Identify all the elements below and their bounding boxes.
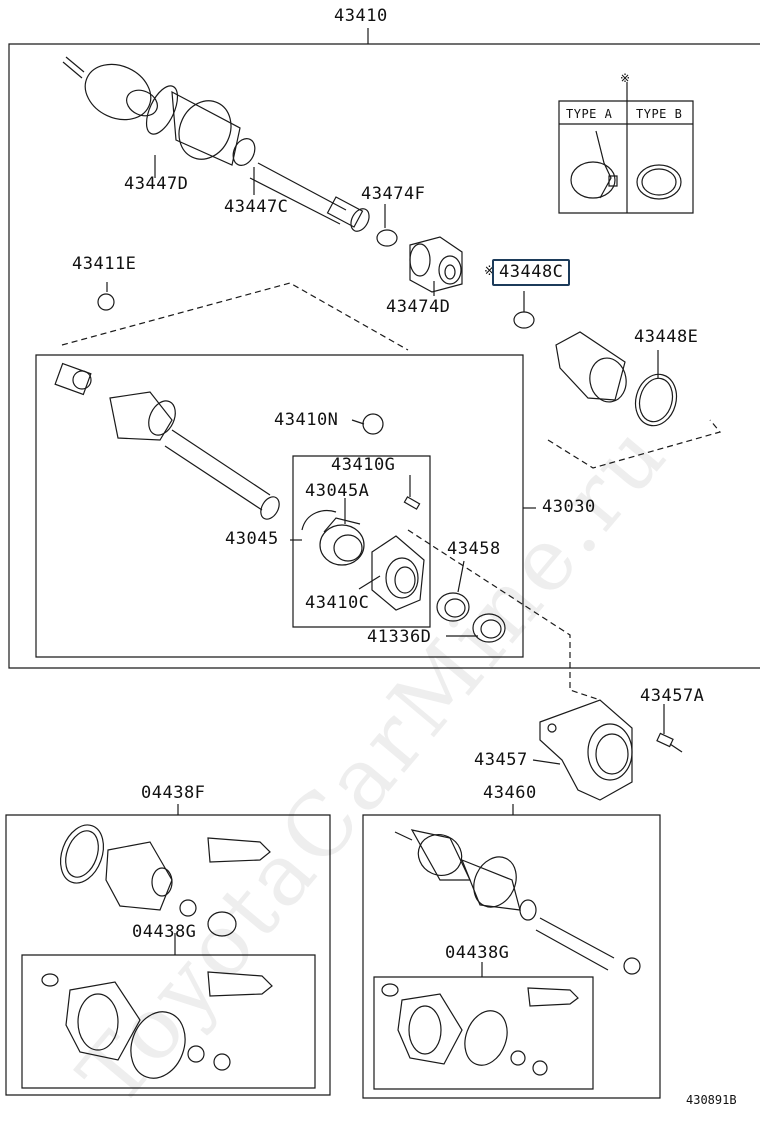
part-label-43447C: 43447C: [224, 197, 289, 217]
pin-43410G-icon: [404, 497, 419, 509]
part-label-43448C[interactable]: 43448C: [492, 259, 571, 286]
boot-kit-04438F-icon: [53, 819, 270, 936]
connection-lines: [62, 283, 720, 700]
ring-43045A-icon: [302, 511, 336, 530]
part-label-43410N: 43410N: [274, 410, 339, 430]
leader-lines: [107, 155, 664, 977]
part-label-43457A: 43457A: [640, 686, 705, 706]
bearing-43045-icon: [320, 518, 364, 565]
seal-41336D-icon: [473, 614, 505, 642]
part-label-43460: 43460: [483, 783, 537, 803]
inner-assembly-frame: [36, 355, 523, 657]
assembly-43460-frame: [363, 815, 660, 1098]
kit-04438G-right-frame: [374, 977, 593, 1089]
bracket-43457-icon: [540, 700, 632, 800]
part-label-04438G-left: 04438G: [132, 922, 197, 942]
part-label-04438G-right: 04438G: [445, 943, 510, 963]
clamp-type-b-icon: [637, 165, 681, 199]
part-label-43457: 43457: [474, 750, 528, 770]
part-label-43045: 43045: [225, 529, 279, 549]
inner-shaft-43030-icon: [55, 364, 283, 523]
type-a-label: TYPE A: [566, 107, 613, 121]
part-label-43410C: 43410C: [305, 593, 370, 613]
part-label-43030: 43030: [542, 497, 596, 517]
bracket-43410C-icon: [372, 536, 424, 610]
main-assembly-frame: [9, 44, 760, 668]
boot-kit-04438G-right-icon: [382, 984, 578, 1075]
boot-43448E-icon: [556, 332, 682, 430]
clip-43474F-icon: [377, 230, 397, 246]
mark-43448C: ※: [484, 264, 496, 279]
seal-43458-icon: [437, 593, 469, 621]
part-label-43410G: 43410G: [331, 455, 396, 475]
part-label-04438F: 04438F: [141, 783, 206, 803]
drawing-id: 430891B: [686, 1093, 737, 1107]
clamp-type-a-tail-icon: [596, 131, 611, 198]
ring-43410N-icon: [363, 414, 383, 434]
clamp-43448C-icon: [514, 312, 534, 328]
part-label-43410: 43410: [334, 6, 388, 26]
part-label-43447D: 43447D: [124, 174, 189, 194]
boot-kit-04438G-left-icon: [42, 972, 272, 1086]
part-label-43411E: 43411E: [72, 254, 137, 274]
bolt-43457A-icon: [657, 733, 682, 752]
type-b-label: TYPE B: [636, 107, 683, 121]
snap-ring-43411E-icon: [98, 294, 114, 310]
clamp-type-a-icon: [571, 162, 615, 198]
kit-04438G-left-frame: [22, 955, 315, 1088]
damper-43474D-icon: [410, 237, 462, 292]
type-box-mark: ※: [620, 71, 631, 85]
kit-04438F-frame: [6, 815, 330, 1095]
bearing-group-frame: [293, 456, 430, 627]
drive-shaft-upper-icon: [63, 54, 373, 234]
part-label-43474F: 43474F: [361, 184, 426, 204]
type-box: [559, 82, 693, 213]
part-label-43458: 43458: [447, 539, 501, 559]
part-label-43045A: 43045A: [305, 481, 370, 501]
part-label-41336D: 41336D: [367, 627, 432, 647]
part-label-43474D: 43474D: [386, 297, 451, 317]
part-label-43448E: 43448E: [634, 327, 699, 347]
drive-shaft-43460-icon: [395, 828, 640, 974]
